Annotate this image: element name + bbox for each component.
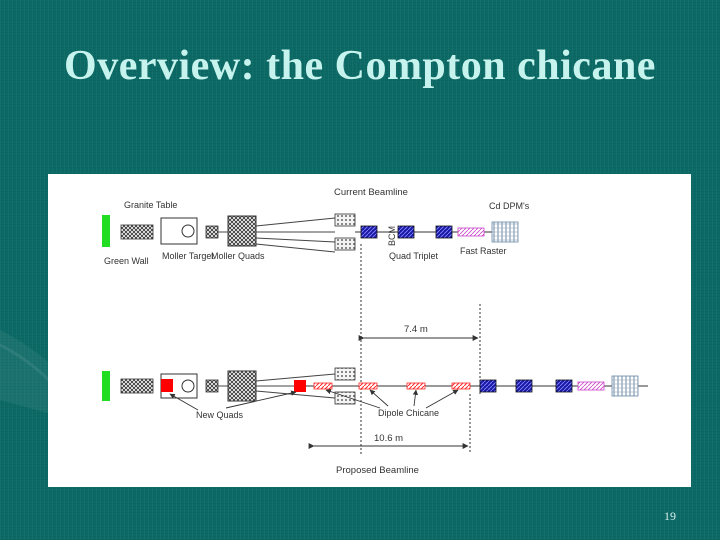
- beamline-diagram: Current Beamline Green Wall Granite Tabl…: [48, 174, 691, 487]
- label-dipole-chicane: Dipole Chicane: [378, 408, 439, 418]
- label-bcm: BCM: [387, 226, 397, 246]
- new-quad-1: [161, 379, 173, 392]
- beamline-diagram-svg: Current Beamline Green Wall Granite Tabl…: [102, 187, 648, 476]
- dump-box-upper-top: [334, 213, 356, 227]
- granite-table-top: [120, 224, 154, 240]
- dipole-2: [358, 382, 378, 390]
- moller-target-circle-top: [181, 224, 195, 238]
- label-new-quads: New Quads: [196, 410, 244, 420]
- small-quad-top: [205, 225, 219, 239]
- fast-raster-bottom: [577, 381, 605, 391]
- label-proposed-beamline: Proposed Beamline: [336, 465, 419, 476]
- dipole-4: [451, 382, 471, 390]
- label-distance-10-6m: 10.6 m: [374, 433, 403, 444]
- cc-dpms-top: [491, 221, 519, 243]
- arrow-new-quad-1: [169, 393, 199, 411]
- beam-lines-top: [218, 217, 336, 253]
- moller-quads-top: [227, 215, 257, 247]
- label-quad-triplet: Quad Triplet: [389, 251, 439, 261]
- quad-triplet-bottom-2: [555, 379, 573, 393]
- dipole-1: [313, 382, 333, 390]
- dipole-3: [406, 382, 426, 390]
- arrow-new-quad-2: [225, 390, 297, 409]
- label-granite-table: Granite Table: [124, 200, 177, 210]
- label-moller-target: Moller Target: [162, 251, 214, 261]
- green-wall-top: [102, 215, 110, 247]
- slide-number: 19: [664, 509, 676, 523]
- label-green-wall: Green Wall: [104, 256, 149, 266]
- moller-target-circle-bottom: [181, 379, 195, 393]
- small-quad-bottom: [205, 379, 219, 393]
- quad-triplet-bottom-1: [515, 379, 533, 393]
- dump-box-lower-top: [334, 237, 356, 251]
- dump-box-upper-bottom: [334, 367, 356, 381]
- label-fast-raster: Fast Raster: [460, 246, 507, 256]
- label-distance-7-4m: 7.4 m: [404, 324, 428, 335]
- label-current-beamline: Current Beamline: [334, 187, 408, 198]
- green-wall-bottom: [102, 371, 110, 401]
- bcm-box-bottom: [479, 379, 497, 393]
- bcm-box: [360, 225, 378, 239]
- arrow-dipole-2: [369, 389, 389, 407]
- label-cc-dpms: Cd DPM's: [489, 201, 530, 211]
- new-quad-2: [294, 380, 306, 392]
- arrow-dipole-1: [325, 388, 381, 409]
- arrow-dipole-3: [412, 389, 419, 407]
- quad-triplet-1: [397, 225, 415, 239]
- label-moller-quads: Moller Quads: [211, 251, 265, 261]
- quad-triplet-2: [435, 225, 453, 239]
- slide-title: Overview: the Compton chicane: [64, 43, 656, 89]
- arrow-dipole-4: [425, 389, 459, 409]
- granite-table-bottom: [120, 378, 154, 394]
- moller-quads-bottom: [227, 370, 257, 402]
- fast-raster-top: [457, 227, 485, 237]
- cc-dpms-bottom: [611, 375, 639, 397]
- moller-target-top: [160, 217, 198, 245]
